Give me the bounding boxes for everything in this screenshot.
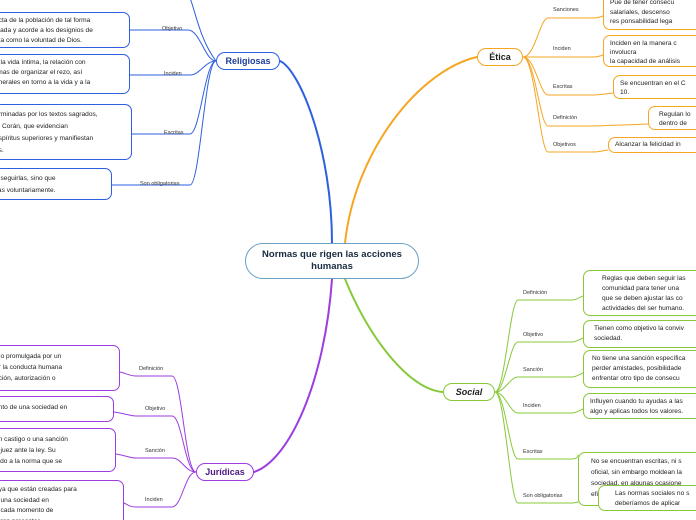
social-leaf-obligatorias[interactable]: Las normas sociales no s deberíamos de a… <box>598 485 696 511</box>
religiosas-leaf-obligatorias[interactable]: a seguirlas, sino que llas voluntariamen… <box>0 168 112 200</box>
connector-social-3 <box>494 391 584 414</box>
connector-religiosas-1 <box>129 60 217 76</box>
topic-etica[interactable]: Ética <box>477 48 523 66</box>
juridicas-leaf-sancion[interactable]: un castigo o una sanción n juez ante la … <box>0 428 116 472</box>
etica-leaf-escritas[interactable]: Se encuentran en el C 10. <box>613 75 696 99</box>
topic-juridicas[interactable]: Jurídicas <box>196 463 254 481</box>
religiosas-label-objetivo: Objetivo <box>162 26 183 32</box>
etica-label-sanciones: Sanciones <box>553 7 579 13</box>
juridicas-label-objetivo: Objetivo <box>145 406 166 412</box>
religiosas-label-escritas: Escritas <box>164 130 184 136</box>
central-topic[interactable]: Normas que rigen las acciones humanas <box>245 243 419 279</box>
social-label-obligatorias: Son obligatorias <box>523 493 563 499</box>
social-label-sancion: Sanción <box>523 367 543 373</box>
social-label-definicion: Definición <box>523 290 548 296</box>
juridicas-label-sancion: Sanción <box>145 448 165 454</box>
connector-social-4 <box>494 391 579 460</box>
connector-juridicas-1 <box>113 411 197 473</box>
connector-social-2 <box>494 372 584 393</box>
connector-religiosas-top <box>190 0 217 62</box>
connector-juridicas-0 <box>119 371 197 473</box>
connector-etica-0 <box>522 15 604 58</box>
connector-juridicas-3 <box>123 471 197 508</box>
juridicas-label-inciden: Inciden <box>145 497 163 503</box>
religiosas-leaf-inciden[interactable]: n la vida íntima, la relación con rmas d… <box>0 54 130 94</box>
connector-etica-2 <box>522 56 614 96</box>
topic-social[interactable]: Social <box>443 383 495 401</box>
connector-social-0 <box>494 295 584 393</box>
connector-religiosas-3 <box>111 60 217 186</box>
connector-religiosas-0 <box>129 29 217 62</box>
etica-label-objetivos: Objetivos <box>553 142 576 148</box>
connector-juridicas-2 <box>115 453 197 473</box>
etica-leaf-inciden[interactable]: Inciden en la manera c involucra la capa… <box>603 35 696 67</box>
religiosas-label-obligatorias: Son obligatorias <box>140 181 180 187</box>
social-label-objetivo: Objetivo <box>523 332 544 338</box>
juridicas-leaf-definicion[interactable]: a o promulgada por un ar la conducta hum… <box>0 345 120 391</box>
juridicas-label-definicion: Definición <box>139 366 164 372</box>
etica-label-inciden: Inciden <box>553 46 571 52</box>
social-leaf-objetivo[interactable]: Tienen como objetivo la conviv sociedad. <box>583 320 696 348</box>
connector-religiosas <box>279 60 333 244</box>
connector-etica-1 <box>522 54 604 58</box>
religiosas-leaf-objetivo[interactable]: ucta de la población de tal forma piada … <box>0 12 130 48</box>
religiosas-label-inciden: Inciden <box>164 71 182 77</box>
social-label-inciden: Inciden <box>523 403 541 409</box>
etica-label-escritas: Escritas <box>553 84 573 90</box>
social-label-escritas: Escritas <box>523 449 543 455</box>
social-leaf-definicion[interactable]: Reglas que deben seguir las comunidad pa… <box>583 270 696 316</box>
connector-etica-3 <box>522 56 649 127</box>
etica-leaf-sanciones[interactable]: Pue de tener consecu salariales, descens… <box>603 0 696 30</box>
etica-leaf-objetivos[interactable]: Alcanzar la felicidad in <box>608 137 696 153</box>
topic-religiosas[interactable]: Religiosas <box>216 52 280 70</box>
juridicas-leaf-inciden[interactable]: , ya que están creadas para e una socied… <box>0 480 124 520</box>
connector-etica-4 <box>522 56 609 153</box>
connector-social-1 <box>494 337 584 393</box>
connector-etica <box>344 56 478 244</box>
connector-religiosas-2 <box>131 60 217 135</box>
juridicas-leaf-objetivo[interactable]: ento de una sociedad en <box>0 396 114 422</box>
etica-label-definicion: Definición <box>553 115 578 121</box>
social-leaf-inciden[interactable]: Influyen cuando tu ayudas a las algo y a… <box>583 393 696 419</box>
social-leaf-sancion[interactable]: No tiene una sanción específica perder a… <box>583 350 696 388</box>
religiosas-leaf-escritas[interactable]: erminadas por los textos sagrados, el Co… <box>0 104 132 160</box>
connector-social <box>344 278 444 393</box>
connector-juridicas <box>253 278 333 473</box>
etica-leaf-definicion[interactable]: Regulan lo dentro de <box>648 106 696 130</box>
